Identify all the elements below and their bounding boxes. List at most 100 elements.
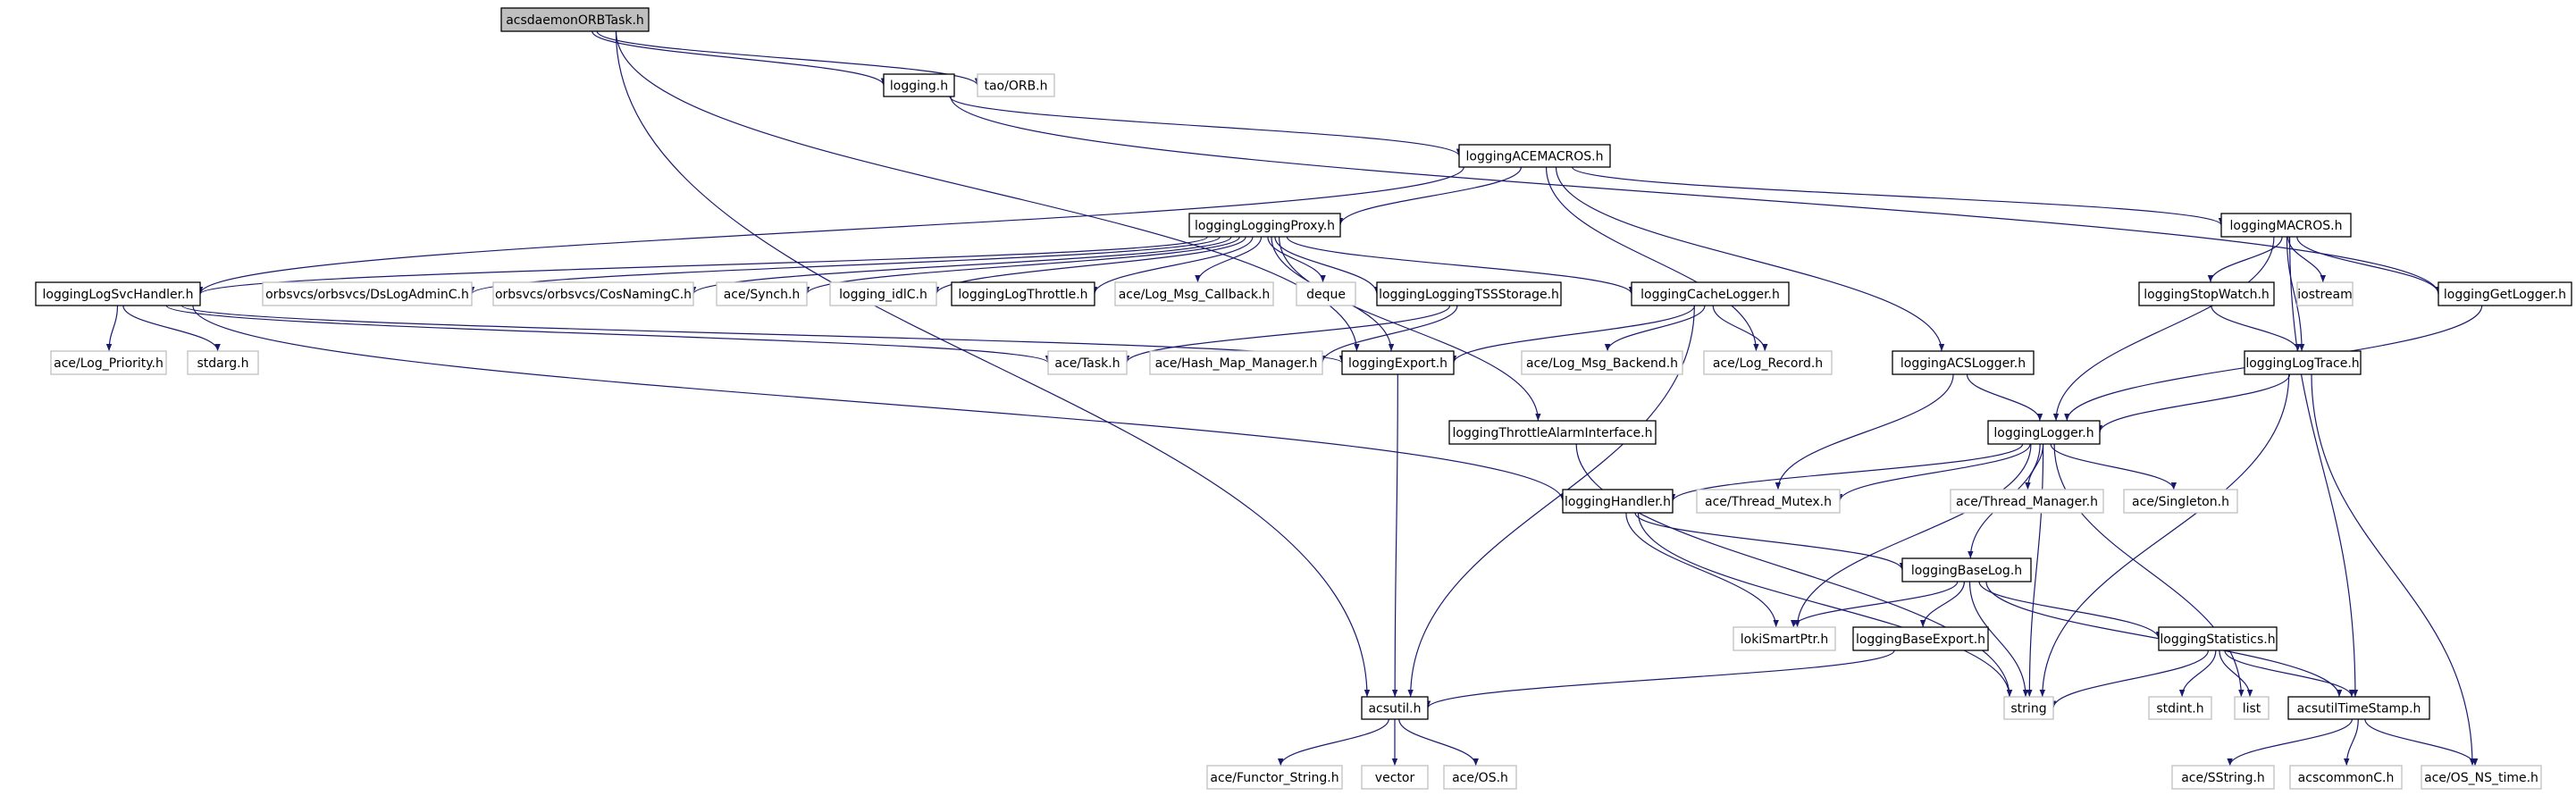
edge-aceMacros-to-proxy [1337,166,1522,226]
node-box [1206,765,1343,790]
node-stdint-h: stdint.h [2148,696,2212,720]
node-label: loggingBaseLog.h [1911,564,2022,578]
edge-acsutil-to-aceOS [1398,718,1479,767]
edge-root-to-acsutil [615,30,1371,698]
edge-proxy-to-throttleAlarm [1279,236,1541,422]
node-box [1987,420,2101,445]
node-box [1341,350,1455,375]
edge-logger-to-lokiSmartPtr [1794,443,2032,628]
node-label: orbsvcs/orbsvcs/CosNamingC.h [495,288,692,302]
edge-svcHandler-to-stdarg [122,305,221,352]
node-label: loggingLogger.h [1993,426,2094,440]
node-label: loggingACSLogger.h [1901,356,2026,371]
edge-cacheLogger-to-logRecord [1712,305,1768,352]
edge-macros-to-logger [2052,236,2275,422]
node-logging-h[interactable]: logging.h [883,73,955,97]
node-box [2220,213,2352,238]
node-box [2138,281,2275,306]
node-box [492,281,694,306]
edge-baseLog-to-statistics [1978,581,2162,640]
node-acsdaemonorbtask-h[interactable]: acsdaemonORBTask.h [500,7,650,32]
edge-logger-to-threadMutex [1836,443,2031,502]
node-label: loggingLoggingTSSStorage.h [1379,288,1559,302]
node-ace-log-record-h: ace/Log_Record.h [1703,350,1833,375]
node-box [1361,765,1429,790]
node-box [1696,489,1841,514]
node-loggingacemacros-h[interactable]: loggingACEMACROS.h [1458,144,1611,168]
node-label: ace/Log_Msg_Backend.h [1526,356,1678,371]
edge-statistics-to-list [2219,649,2253,698]
node-loggingbaselog-h[interactable]: loggingBaseLog.h [1901,557,2032,582]
node-loggingmacros-h[interactable]: loggingMACROS.h [2220,213,2352,238]
node-ace-thread-mutex-h: ace/Thread_Mutex.h [1696,489,1841,514]
node-label: deque [1306,288,1346,302]
node-label: logging_idlC.h [839,288,927,302]
edges-layer [105,30,2483,767]
node-loggingbaseexport-h[interactable]: loggingBaseExport.h [1852,626,1989,651]
node-box [2421,765,2542,790]
node-box [2171,765,2275,790]
node-logginglogger-h[interactable]: loggingLogger.h [1987,420,2101,445]
node-logginghandler-h[interactable]: loggingHandler.h [1562,489,1674,514]
edge-proxy-to-tss [1274,236,1380,295]
node-label: ace/SString.h [2181,771,2265,785]
node-logginglogtrace-h[interactable]: loggingLogTrace.h [2244,350,2362,375]
node-logging-idlc-h: logging_idlC.h [829,281,937,306]
edge-timeStamp-to-acscommonC [2344,718,2359,767]
edge-acsLogger-to-threadMutex [1775,373,1954,490]
node-logginglogsvchandler-h[interactable]: loggingLogSvcHandler.h [35,281,201,306]
node-label: acsutilTimeStamp.h [2297,702,2421,716]
node-box [1521,350,1683,375]
node-orbsvcs-orbsvcs-dslogadminc-h: orbsvcs/orbsvcs/DsLogAdminC.h [262,281,473,306]
node-box [716,281,808,306]
node-loggingstatistics-h[interactable]: loggingStatistics.h [2158,626,2278,651]
node-box [2123,489,2238,514]
edge-macros-to-logTrace [2286,236,2305,352]
node-box [500,7,650,32]
node-loggingstopwatch-h[interactable]: loggingStopWatch.h [2138,281,2275,306]
node-logginglogthrottle-h[interactable]: loggingLogThrottle.h [951,281,1095,306]
edge-logging-to-aceMacros [949,96,1463,156]
node-loggingthrottlealarminterface-h[interactable]: loggingThrottleAlarmInterface.h [1448,420,1657,445]
edge-tss-to-aceTask [1123,305,1451,364]
node-ace-hash-map-manager-h: ace/Hash_Map_Manager.h [1149,350,1323,375]
edge-proxy-to-throttle [1091,236,1254,295]
node-loggingcachelogger-h[interactable]: loggingCacheLogger.h [1631,281,1790,306]
node-box [2289,765,2403,790]
node-loggingexport-h[interactable]: loggingExport.h [1341,350,1455,375]
node-box [829,281,937,306]
node-box [2148,696,2212,720]
node-box [1892,350,2035,375]
node-box [1901,557,2032,582]
edge-svcHandler-to-aceTask [165,305,1051,364]
node-logginggetlogger-h[interactable]: loggingGetLogger.h [2438,281,2572,306]
node-loggingacslogger-h[interactable]: loggingACSLogger.h [1892,350,2035,375]
edge-timeStamp-to-osNsTime [2364,718,2479,767]
edge-macros-to-getLogger [2296,236,2442,295]
edge-macros-to-timeStamp [2288,236,2359,698]
edge-handler-to-string [1637,512,2013,698]
node-ace-log-priority-h: ace/Log_Priority.h [50,350,167,375]
node-box [2158,626,2278,651]
node-acsutiltimestamp-h[interactable]: acsutilTimeStamp.h [2287,696,2430,720]
edge-logger-to-singleton [2050,443,2177,490]
node-orbsvcs-orbsvcs-cosnamingc-h: orbsvcs/orbsvcs/CosNamingC.h [492,281,694,306]
edge-logger-to-list [2053,443,2245,698]
node-acsutil-h[interactable]: acsutil.h [1361,696,1429,720]
node-box [1443,765,1517,790]
node-label: stdarg.h [197,356,249,371]
node-loggingloggingproxy-h[interactable]: loggingLoggingProxy.h [1188,213,1341,238]
edge-aceMacros-to-acsLogger [1555,166,1945,352]
node-label: orbsvcs/orbsvcs/DsLogAdminC.h [265,288,469,302]
node-box [50,350,167,375]
node-label: loggingLogTrace.h [2245,356,2359,371]
node-label: loggingCacheLogger.h [1640,288,1780,302]
node-loggingloggingtssstorage-h[interactable]: loggingLoggingTSSStorage.h [1376,281,1562,306]
edge-timeStamp-to-sstring [2227,718,2353,767]
edge-macros-to-iostream [2287,236,2327,283]
node-ace-singleton-h: ace/Singleton.h [2123,489,2238,514]
edge-baseLog-to-string [1968,581,2029,698]
edge-baseLog-to-lokiSmartPtr [1791,581,1959,628]
node-box [2244,350,2362,375]
